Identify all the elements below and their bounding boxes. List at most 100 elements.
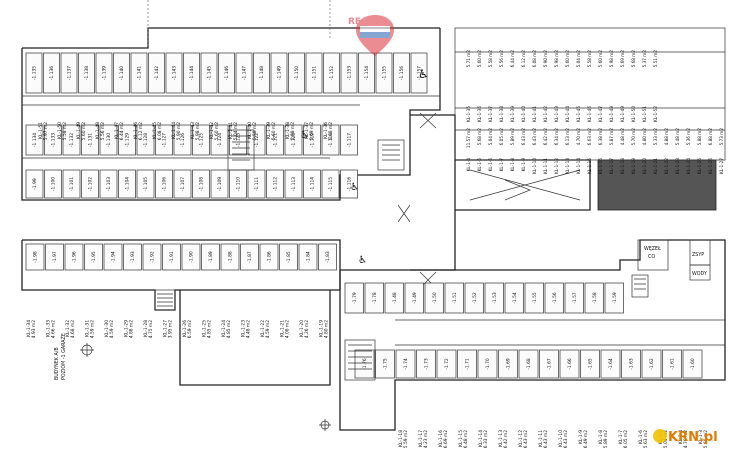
table-cell: 5.37 m2 [642,50,647,68]
storage-cell-number: -1.99 [32,178,38,190]
table-cell: KL-1-21 [653,158,658,174]
storage-cell-number: -1.140 [119,66,125,80]
table-cell: 5.04 m2 [576,50,581,68]
unit-label: KL-1-10 [558,430,564,447]
table-cell: 6.63 m2 [587,128,592,146]
storage-cell [682,349,703,379]
storage-cell-number: -1.52 [472,292,478,304]
storage-cell [220,243,240,271]
storage-cell-number: -1.151 [312,66,318,80]
table-cell: KL-1-49 [620,106,625,122]
storage-cell [240,243,259,271]
storage-cell-number: -1.76 [362,358,368,370]
storage-cell [253,52,270,94]
table-cell: KL-1-15 [587,158,592,174]
unit-area: 5.98 m2 [290,122,296,140]
table-cell: KL-1-18 [620,158,625,174]
unit-label: KL-1-27 [163,320,169,337]
storage-cell [318,243,337,271]
table-cell: 6.34 m2 [554,128,559,146]
storage-cell [64,243,84,271]
storage-cell-number: -1.142 [154,66,160,80]
storage-cell-number: -1.103 [106,177,112,191]
table-cell: 5.56 m2 [499,50,504,68]
unit-label: KL-1-31 [85,320,91,337]
storage-cell [266,124,284,156]
table-cell: KL-1-50 [631,106,636,122]
table-cell: KL-1-10 [532,158,537,174]
unit-area: 5.59 m2 [403,430,409,448]
table-cell: 6.12 m2 [521,50,526,68]
storage-cell [410,52,428,94]
unit-label: KL-1-32 [65,320,71,337]
storage-cell [539,349,559,379]
storage-cell [340,52,358,94]
storage-cell-number: -1.106 [162,177,168,191]
storage-cell [404,282,424,314]
storage-cell [44,124,62,156]
unit-label: KL-1-12 [518,430,524,447]
storage-cell-number: -1.88 [228,251,234,263]
unit-label: KL-1-23 [241,320,247,337]
table-cell: 5.04 m2 [488,128,493,146]
storage-cell-number: -1.89 [208,251,214,263]
storage-cell [375,349,395,379]
table-cell: KL-1-47 [598,106,603,122]
storage-cell [43,52,60,94]
unit-area: 4.88 m2 [129,320,135,338]
unit-label: KL-1-19 [319,320,325,337]
unit-label: KL-1-15 [458,430,464,447]
unit-label: KL-1-30 [104,320,110,337]
unit-area: 6.59 m2 [187,320,193,338]
storage-cell-number: -1.115 [328,177,334,191]
unit-label: KL-1-34 [26,320,32,337]
storage-cell [44,169,62,199]
storage-cell-number: -1.100 [51,177,57,191]
storage-cell [662,349,682,379]
unit-label: KL-1-50 [57,122,63,139]
room-zsyp: ZSYP [692,252,704,258]
stairs-top [227,129,405,171]
storage-cell-number: -1.72 [444,358,450,370]
unit-area: 4.85 m2 [226,320,232,338]
storage-cell [641,349,662,379]
storage-cell-number: -1.79 [352,292,358,304]
storage-row-top: -1.135-1.136-1.137-1.138-1.139-1.140-1.1… [25,52,428,94]
storage-cell [384,282,404,314]
storage-cell-number: -1.147 [242,66,248,80]
storage-cell [375,52,393,94]
storage-cell-number: -1.146 [224,66,230,80]
table-cell: 6.13 m2 [565,128,570,146]
table-cell: 5.69 m2 [620,50,625,68]
storage-cell-number: -1.86 [267,251,273,263]
unit-area: 4.85 m2 [207,320,213,338]
storage-cell-number: -1.157 [417,66,423,80]
unit-label: KL-1-7 [618,430,624,444]
compass-icon-bottom [319,419,331,431]
remax-logo: RE/MAX [348,15,394,56]
unit-area: 4.68 m2 [70,320,76,338]
storage-cell-number: -1.57 [572,292,578,304]
table-cell: 5.71 m2 [466,50,471,68]
storage-cell-number: -1.155 [382,66,388,80]
storage-cell-number: -1.94 [111,251,117,263]
storage-cell-number: -1.61 [670,358,676,370]
storage-cell-number: -1.131 [88,133,94,147]
table-cell: KL-1-39 [510,106,515,122]
storage-cell-number: -1.139 [102,66,108,80]
table-cell: KL-1-14 [576,158,581,174]
storage-cell-number: -1.49 [412,292,418,304]
unit-label: KL-1-9 [578,430,584,444]
unit-label: KL-1-43 [190,122,196,139]
storage-cell [25,52,43,94]
unit-area: 5.58 m2 [62,122,68,140]
storage-cell-number: -1.84 [306,251,312,263]
table-cell: KL-1-6 [488,158,493,172]
unit-area: 5.60 m2 [214,122,220,140]
storage-cell [218,52,235,94]
storage-cell [200,52,218,94]
unit-area: 6.43 m2 [563,430,569,448]
storage-cell-number: -1.116 [347,177,353,191]
storage-cell-number: -1.59 [612,292,618,304]
storage-cell [340,124,358,156]
